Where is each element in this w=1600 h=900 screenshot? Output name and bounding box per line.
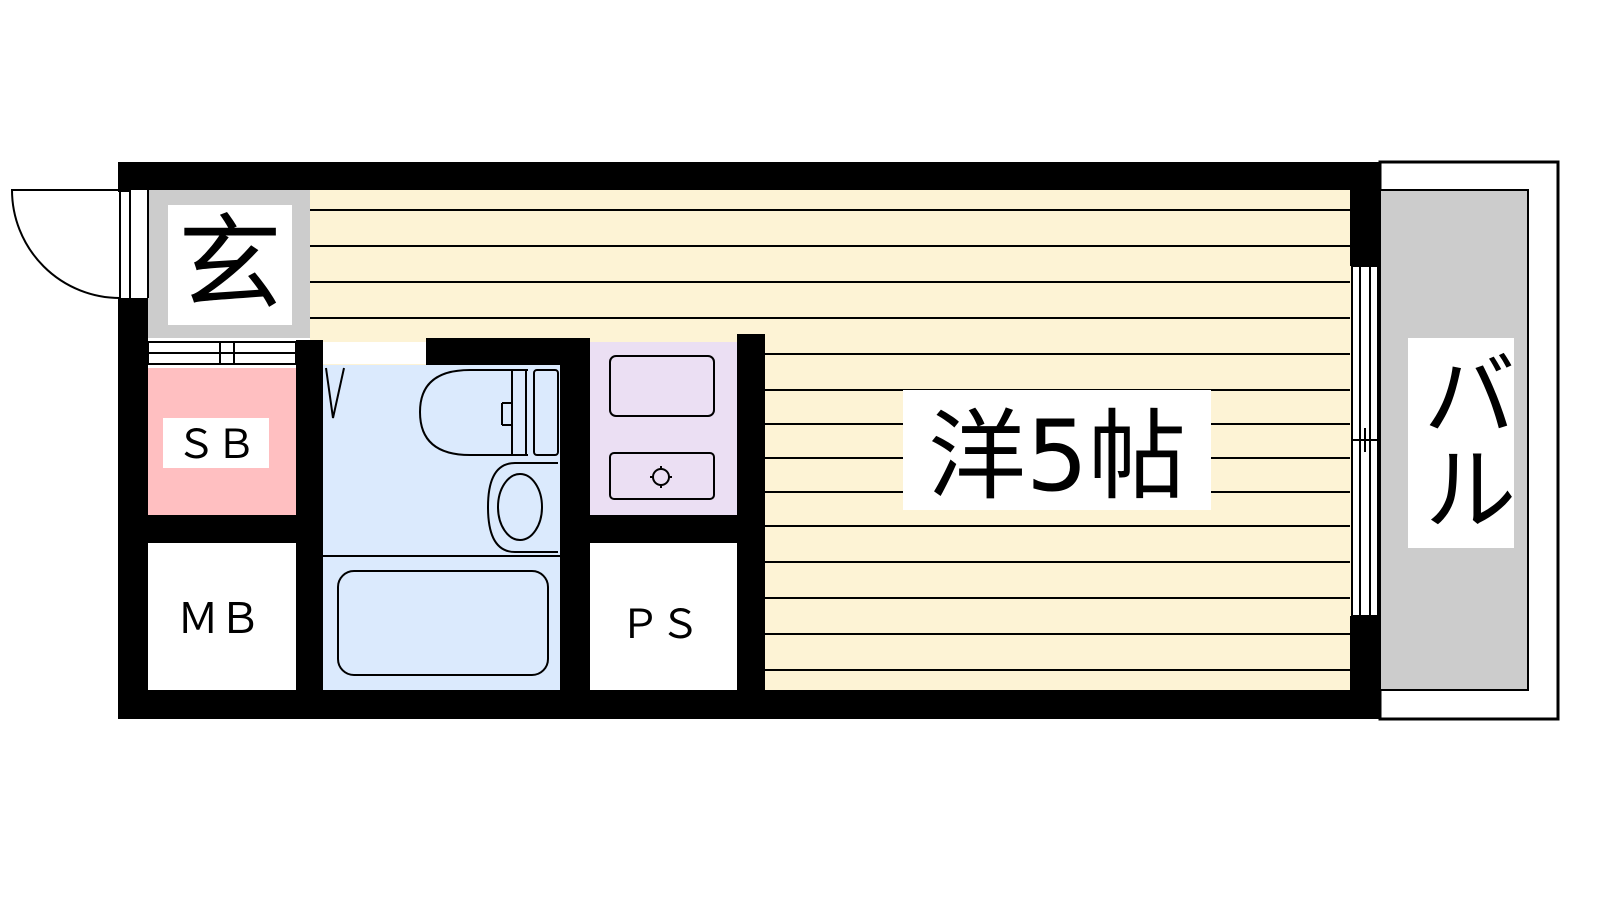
wall-sb-mb (148, 515, 296, 543)
western-room-label: 洋5帖 (928, 400, 1186, 514)
kitchen-sink-icon (609, 355, 715, 417)
entrance-label-box (168, 205, 292, 325)
bathroom-door-mark (325, 367, 345, 419)
shoe-box-doors (147, 341, 297, 365)
western-room-label-box (903, 390, 1211, 510)
bathroom-door-opening (323, 342, 426, 364)
shoe-box-label: ＳＢ (176, 422, 256, 468)
wall-left-upper (118, 162, 130, 192)
toilet-icon (418, 369, 559, 456)
wall-kitchen-room (737, 334, 765, 719)
balcony-label-box (1408, 338, 1514, 548)
entrance-label: 玄 (178, 203, 282, 325)
wall-bath-kitchen (560, 338, 590, 719)
bathroom-area (323, 365, 560, 690)
pipe-space-label: ＰＳ (620, 602, 700, 648)
door-swing-icon (10, 189, 149, 299)
wall-kitchen-ps (590, 515, 737, 543)
wall-right-upper (1350, 162, 1380, 266)
pipe-space-area (590, 543, 737, 691)
meter-box-area (148, 543, 296, 691)
window-icon (1351, 265, 1379, 617)
meter-box-label: ＭＢ (177, 594, 261, 643)
wall-left-lower (118, 298, 148, 719)
floor-boards (310, 209, 1350, 671)
wall-right-lower (1350, 616, 1380, 719)
wall-sb-bath (296, 340, 323, 719)
shoe-box-label-box (163, 418, 269, 468)
wall-top (118, 162, 1380, 190)
kitchen-area (590, 342, 737, 515)
walls (118, 162, 1380, 719)
bathtub-icon (323, 555, 560, 676)
stove-icon (609, 452, 715, 500)
sink-icon (486, 462, 558, 553)
balcony-label: バル (1407, 346, 1516, 534)
